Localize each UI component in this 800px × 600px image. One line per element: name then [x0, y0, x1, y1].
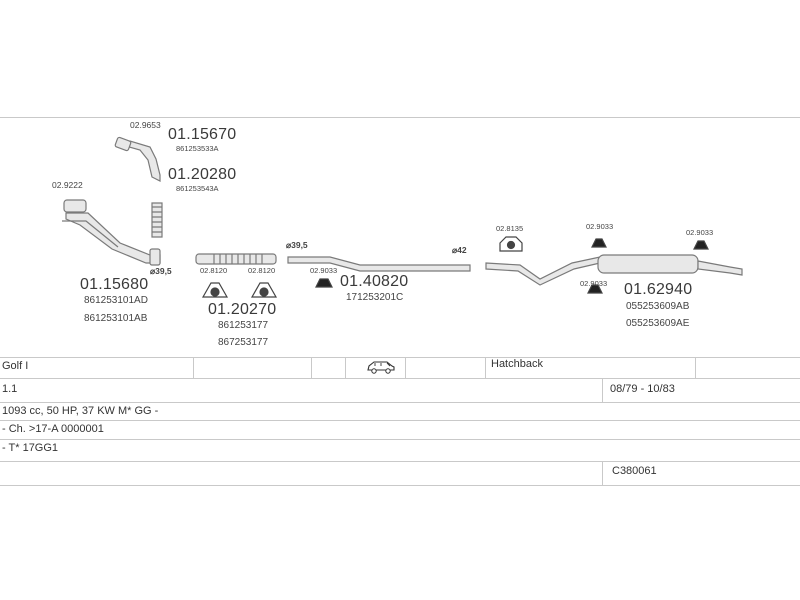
reference-code: C380061 [612, 465, 657, 477]
engine-type: - T* 17GG1 [2, 442, 59, 454]
chassis-number: - Ch. >17-A 0000001 [2, 423, 104, 435]
clamp-label: 02.8120 [248, 266, 276, 275]
col-line [602, 378, 603, 402]
diameter-label: ⌀42 [452, 245, 467, 255]
col-line [311, 357, 312, 378]
rear-silencer [597, 254, 699, 274]
front-pipe-upper [120, 140, 161, 182]
col-line [695, 357, 696, 378]
hanger-icon-e [693, 240, 709, 250]
part-number: 01.15670 [168, 126, 237, 143]
production-years: 08/79 - 10/83 [610, 383, 675, 395]
body-type: Hatchback [491, 358, 543, 370]
oem-number: 861253533A [176, 144, 219, 153]
frame-top-line [0, 117, 800, 118]
oem-number: 055253609AB [626, 301, 690, 312]
col-line [485, 357, 486, 378]
oem-number: 055253609AE [626, 318, 690, 329]
clamp-label: 02.9033 [310, 266, 338, 275]
clamp-label: 02.9033 [586, 222, 614, 231]
oem-number: 861253101AB [84, 313, 148, 324]
part-number: 01.20280 [168, 166, 237, 183]
row-line [0, 378, 800, 379]
clamp-label: 02.9033 [580, 279, 608, 288]
exhaust-diagram: 02.9653 01.15670 861253533A 01.20280 861… [0, 115, 800, 355]
clamp-label: 02.8120 [200, 266, 228, 275]
car-icon [366, 360, 396, 379]
clamp-label: 02.9653 [130, 120, 161, 130]
engine-spec: 1093 cc, 50 HP, 37 KW M* GG - [2, 405, 159, 417]
row-line [0, 420, 800, 421]
part-number: 01.20270 [208, 301, 277, 318]
long-pipe [287, 256, 471, 272]
engine-size: 1.1 [2, 383, 18, 395]
middle-pipe [195, 253, 277, 265]
oem-number: 861253101AD [84, 295, 148, 306]
vehicle-model: Golf I [2, 360, 29, 372]
clamp-label: 02.8135 [496, 224, 524, 233]
clamp-label: 02.9222 [52, 180, 83, 190]
hanger-icon-b [315, 278, 333, 288]
part-number: 01.62940 [624, 281, 693, 298]
flange-top [114, 136, 132, 152]
oem-number: 867253177 [218, 337, 269, 348]
row-line [0, 439, 800, 440]
oem-number: 861253177 [218, 320, 269, 331]
oem-number: 171253201C [346, 292, 404, 303]
part-number: 01.40820 [340, 273, 409, 290]
row-line [0, 402, 800, 403]
col-line [405, 357, 406, 378]
oem-number: 861253543A [176, 184, 219, 193]
diameter-label: ⌀39,5 [150, 266, 172, 276]
tail-pipe [697, 260, 743, 276]
hanger-icon-d [587, 284, 603, 294]
col-line [193, 357, 194, 378]
part-number: 01.15680 [80, 276, 149, 293]
clamp-label: 02.9033 [686, 228, 714, 237]
exhaust-drawing [62, 136, 743, 298]
row-line [0, 485, 800, 486]
hanger-icon-c [591, 238, 607, 248]
flange-left [63, 199, 87, 213]
diameter-label: ⌀39,5 [286, 240, 308, 250]
row-line [0, 357, 800, 358]
row-line [0, 461, 800, 462]
col-line [602, 461, 603, 485]
col-line [345, 357, 346, 378]
